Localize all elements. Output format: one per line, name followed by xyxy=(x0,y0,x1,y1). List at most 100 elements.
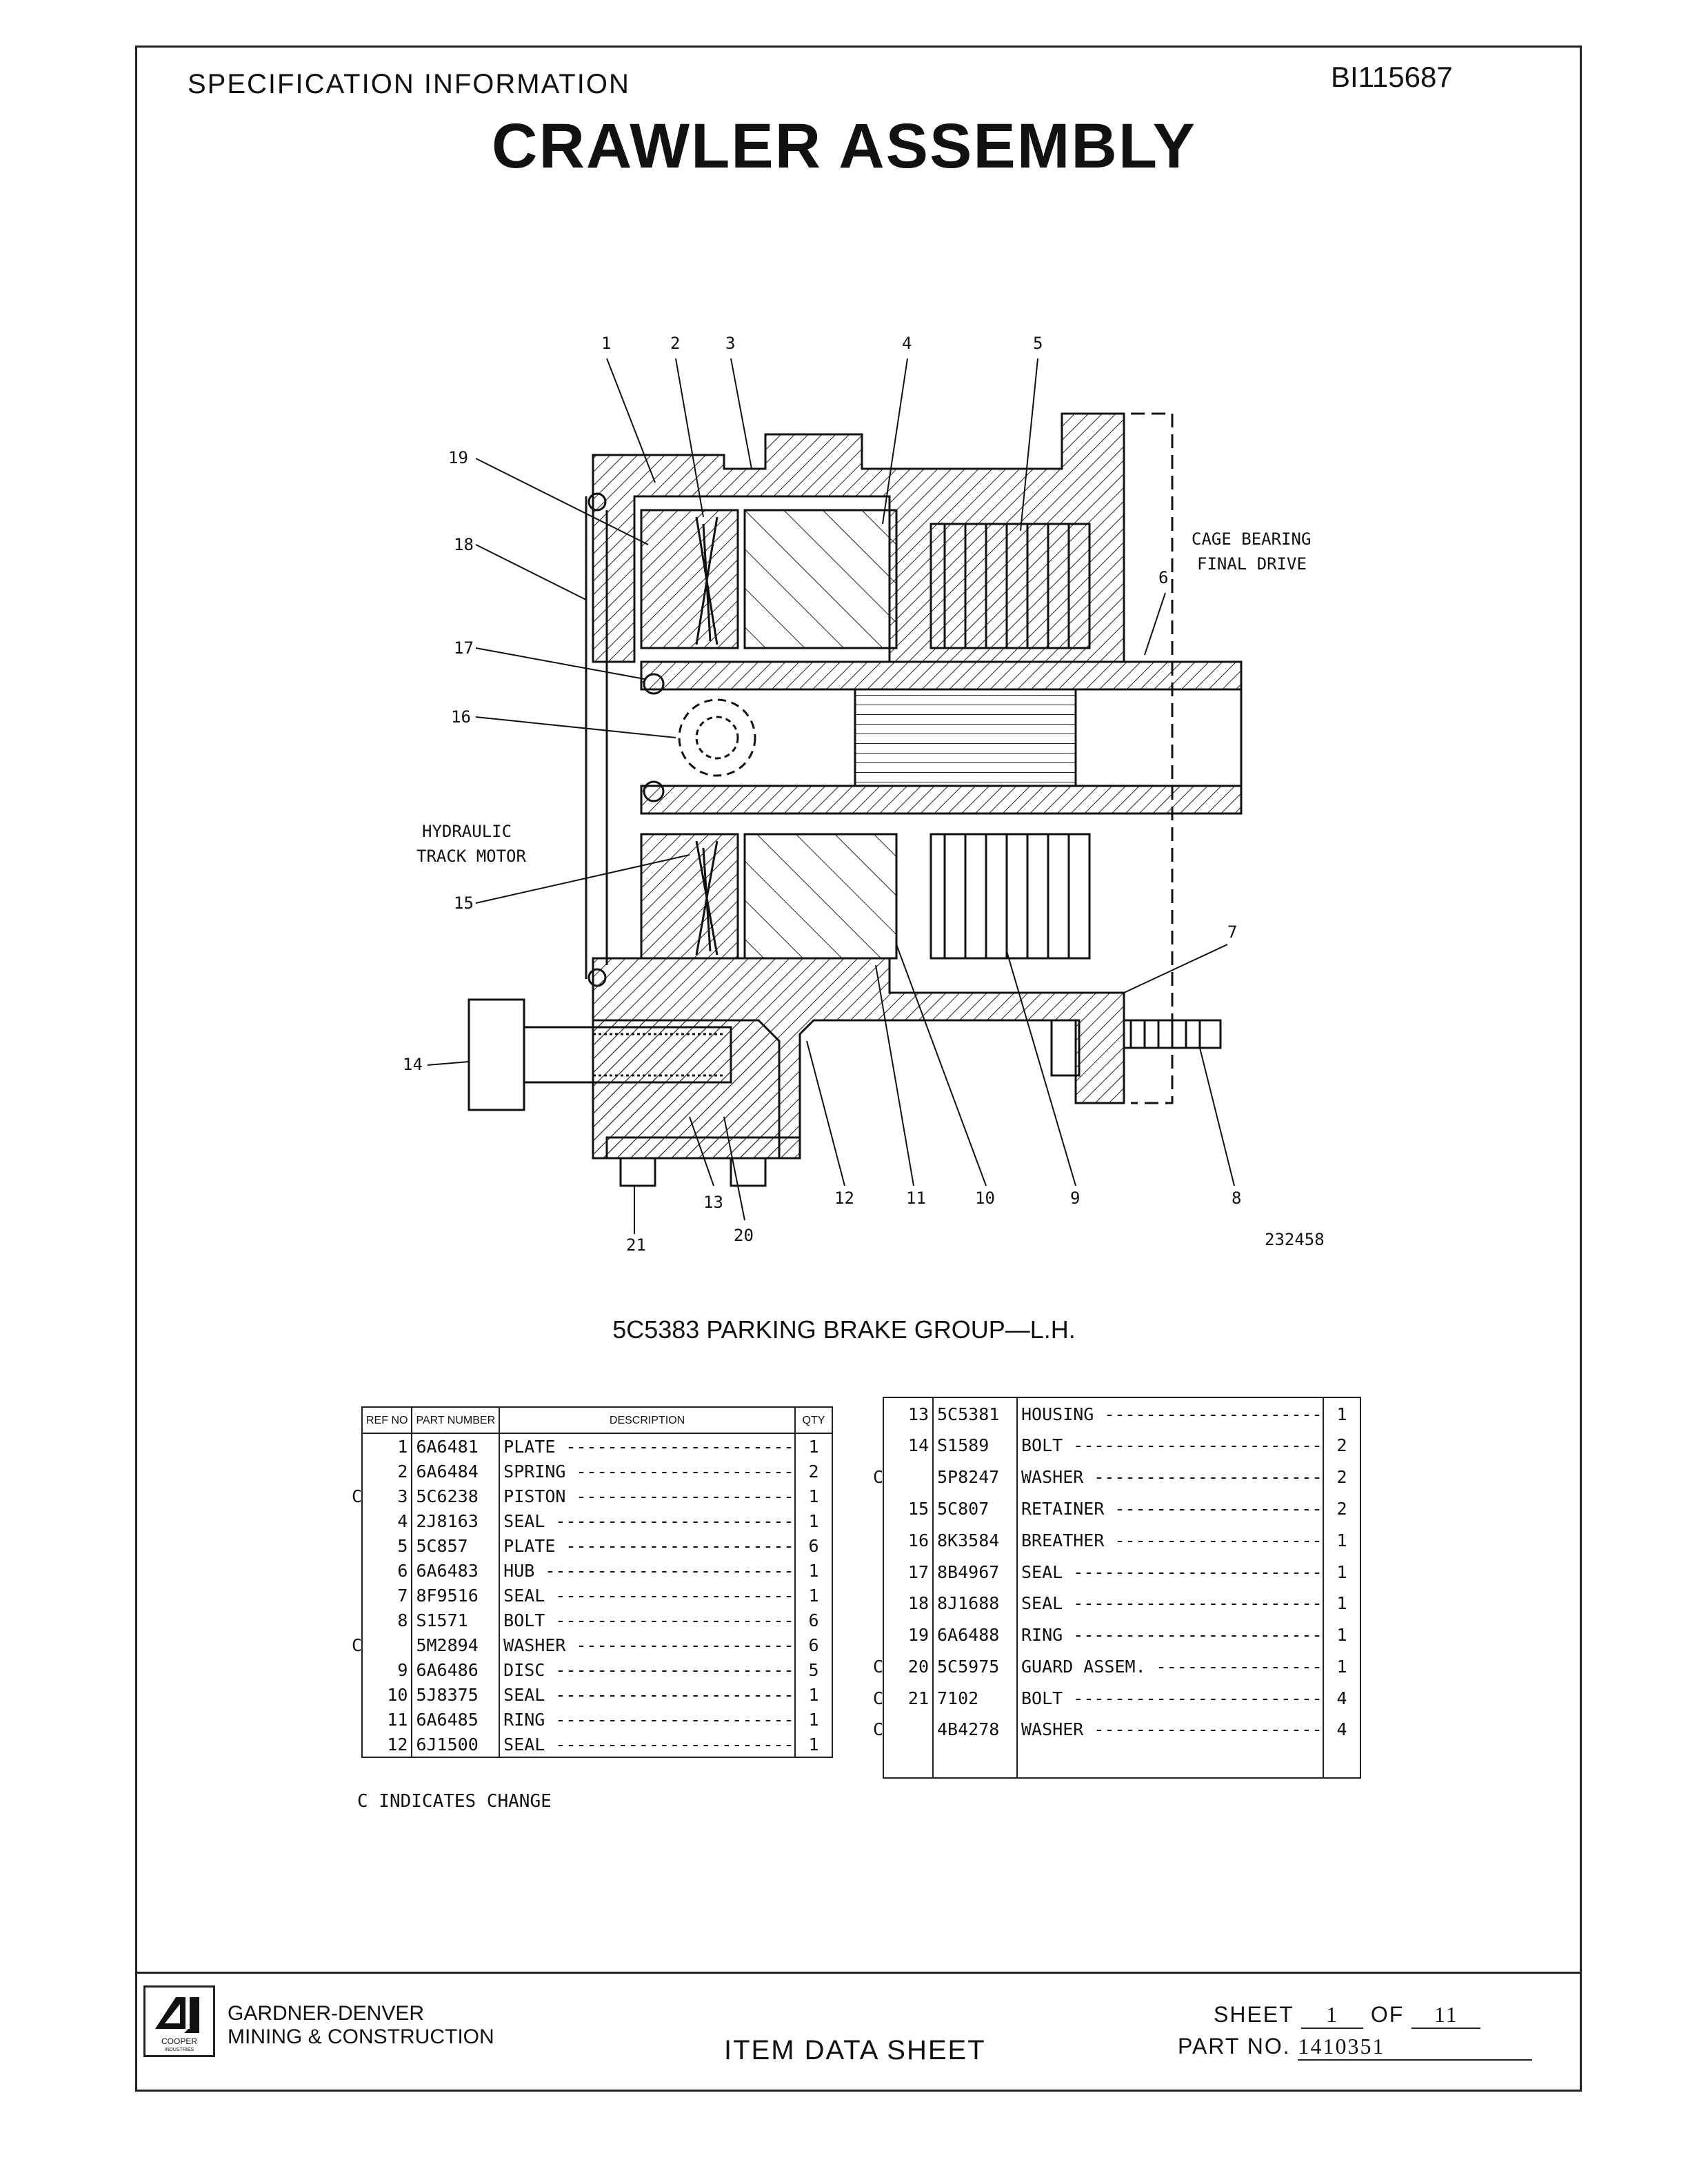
callout-12: 12 xyxy=(834,1189,854,1208)
callout-13: 13 xyxy=(703,1193,723,1212)
ref-cell: 12 xyxy=(362,1732,412,1757)
part-number-cell: 8B4967 xyxy=(932,1556,1017,1588)
description-cell: PISTON xyxy=(499,1484,795,1508)
company-line-1: GARDNER-DENVER xyxy=(228,2002,425,2025)
qty-cell: 6 xyxy=(794,1533,832,1558)
description-text: RING xyxy=(503,1710,795,1730)
col-header-part: PART NUMBER xyxy=(411,1407,500,1434)
qty-cell: 2 xyxy=(1323,1493,1360,1525)
callout-8: 8 xyxy=(1232,1189,1241,1208)
parts-row: 78F9516SEAL1 xyxy=(362,1583,832,1608)
qty-cell: 1 xyxy=(1323,1397,1360,1430)
parts-row: 66A6483HUB1 xyxy=(362,1558,832,1583)
qty-cell: 5 xyxy=(794,1657,832,1682)
description-text: WASHER xyxy=(503,1635,795,1655)
change-marker: C xyxy=(872,1688,883,1708)
gd-logo-icon: COOPER INDUSTRIES xyxy=(155,1997,199,2052)
ref-number: 15 xyxy=(907,1499,929,1519)
part-number-cell: 7102 xyxy=(932,1682,1017,1715)
callout-15: 15 xyxy=(454,893,474,913)
part-number-cell: S1589 xyxy=(932,1430,1017,1462)
ref-cell: C 20 xyxy=(873,1651,933,1683)
description-cell: PLATE xyxy=(499,1433,795,1459)
part-number-cell: 5C5975 xyxy=(932,1650,1017,1683)
ref-cell: 10 xyxy=(362,1682,412,1707)
part-number-cell: 6A6483 xyxy=(411,1558,500,1583)
parts-row: 196A6488RING1 xyxy=(883,1619,1360,1651)
callout-14: 14 xyxy=(403,1055,423,1074)
ref-cell: C xyxy=(873,1462,933,1493)
parts-row: 135C5381HOUSING1 xyxy=(883,1397,1360,1430)
description-text: BOLT xyxy=(1021,1688,1323,1708)
part-number-cell: 6A6485 xyxy=(411,1707,500,1732)
change-marker: C xyxy=(872,1656,883,1677)
of-label: OF xyxy=(1370,2002,1405,2027)
parts-row: 168K3584BREATHER1 xyxy=(883,1524,1360,1557)
label-cage-bearing: CAGE BEARING xyxy=(1192,529,1311,549)
section-label: SPECIFICATION INFORMATION xyxy=(188,69,630,99)
qty-cell: 2 xyxy=(1323,1461,1360,1493)
ref-cell: 9 xyxy=(362,1657,412,1682)
ref-number: 20 xyxy=(907,1656,929,1677)
ref-number: 1 xyxy=(397,1436,408,1457)
ref-cell: 19 xyxy=(883,1619,933,1651)
ref-number: 4 xyxy=(397,1510,408,1531)
company-name: GARDNER-DENVER MINING & CONSTRUCTION xyxy=(228,2002,494,2049)
change-marker: C xyxy=(872,1719,883,1740)
description-text: SPRING xyxy=(503,1462,795,1482)
ref-number: 6 xyxy=(397,1560,408,1581)
part-number-cell: 5P8247 xyxy=(932,1461,1017,1493)
footer-divider xyxy=(135,1972,1582,1974)
callout-18: 18 xyxy=(454,535,474,554)
description-cell: SEAL xyxy=(1016,1587,1323,1619)
ref-cell: 8 xyxy=(362,1608,412,1632)
drawing-caption: 5C5383 PARKING BRAKE GROUP—L.H. xyxy=(612,1315,1076,1344)
parts-row: C 5P8247WASHER2 xyxy=(873,1461,1360,1493)
label-track-motor: TRACK MOTOR xyxy=(416,847,526,866)
page-title: CRAWLER ASSEMBLY xyxy=(492,111,1196,181)
description-text: DISC xyxy=(503,1660,795,1680)
description-cell: SEAL xyxy=(1016,1556,1323,1588)
description-cell: WASHER xyxy=(1016,1714,1323,1746)
description-text: PISTON xyxy=(503,1486,795,1506)
ref-number: 9 xyxy=(397,1659,408,1680)
parts-row: 116A6485RING1 xyxy=(362,1707,832,1732)
callout-1: 1 xyxy=(601,334,611,353)
description-text: BOLT xyxy=(1021,1435,1323,1455)
part-number-cell: 5C857 xyxy=(411,1533,500,1558)
description-text: HUB xyxy=(503,1561,795,1581)
ref-cell: 2 xyxy=(362,1459,412,1484)
part-number-cell: 4B4278 xyxy=(932,1714,1017,1746)
description-cell: RING xyxy=(1016,1619,1323,1651)
ref-number: 18 xyxy=(907,1593,929,1614)
company-line-2: MINING & CONSTRUCTION xyxy=(228,2025,494,2048)
change-marker: C xyxy=(872,1467,883,1488)
part-number-cell: 5C6238 xyxy=(411,1484,500,1508)
qty-cell: 1 xyxy=(794,1558,832,1583)
ref-cell: 15 xyxy=(883,1493,933,1525)
description-cell: DISC xyxy=(499,1657,795,1682)
qty-cell: 1 xyxy=(794,1583,832,1608)
ref-number: 5 xyxy=(397,1535,408,1556)
description-cell: SPRING xyxy=(499,1459,795,1484)
callout-7: 7 xyxy=(1227,922,1237,942)
parts-row: 105J8375SEAL1 xyxy=(362,1682,832,1707)
sheet-total: 11 xyxy=(1411,2002,1481,2029)
description-cell: BOLT xyxy=(1016,1682,1323,1715)
sheet-type: ITEM DATA SHEET xyxy=(724,2035,986,2065)
qty-cell: 1 xyxy=(794,1732,832,1757)
part-no-label: PART NO. xyxy=(1178,2034,1291,2059)
ref-cell: 7 xyxy=(362,1583,412,1608)
qty-cell: 1 xyxy=(1323,1650,1360,1683)
description-cell: RETAINER xyxy=(1016,1493,1323,1525)
description-text: SEAL xyxy=(503,1685,795,1705)
page-border xyxy=(135,46,1582,2092)
callout-21: 21 xyxy=(626,1235,646,1255)
description-cell: WASHER xyxy=(1016,1461,1323,1493)
part-number-cell: 6J1500 xyxy=(411,1732,500,1757)
parts-row: C217102BOLT4 xyxy=(873,1682,1360,1715)
ref-cell: 16 xyxy=(883,1524,933,1556)
description-text: RING xyxy=(1021,1625,1323,1645)
qty-cell: 1 xyxy=(794,1484,832,1508)
svg-text:INDUSTRIES: INDUSTRIES xyxy=(165,2048,194,2052)
